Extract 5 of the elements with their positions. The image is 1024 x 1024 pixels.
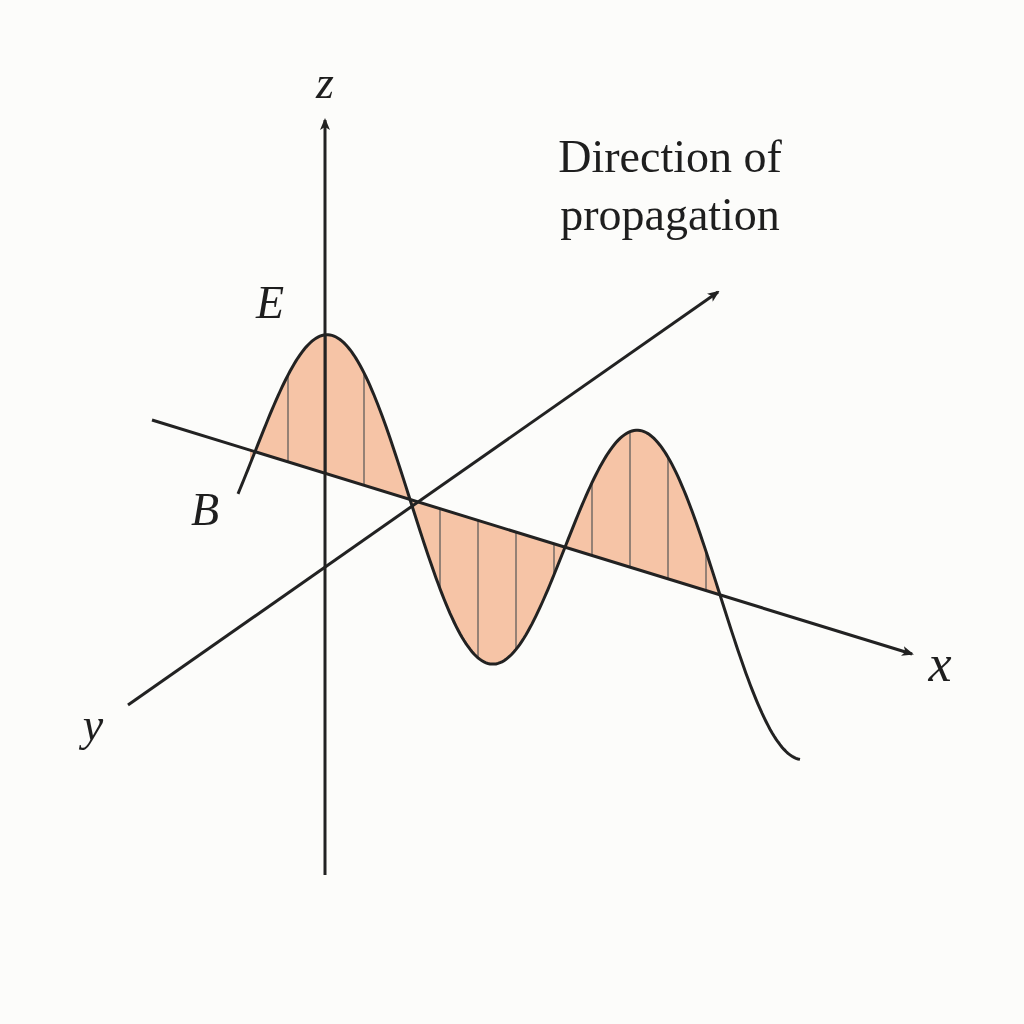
field-label: B [190,484,220,535]
axis-label: x [928,635,952,692]
field-label: E [255,277,285,328]
axis-label: z [316,57,334,108]
direction-label: Direction of propagation [558,131,782,240]
